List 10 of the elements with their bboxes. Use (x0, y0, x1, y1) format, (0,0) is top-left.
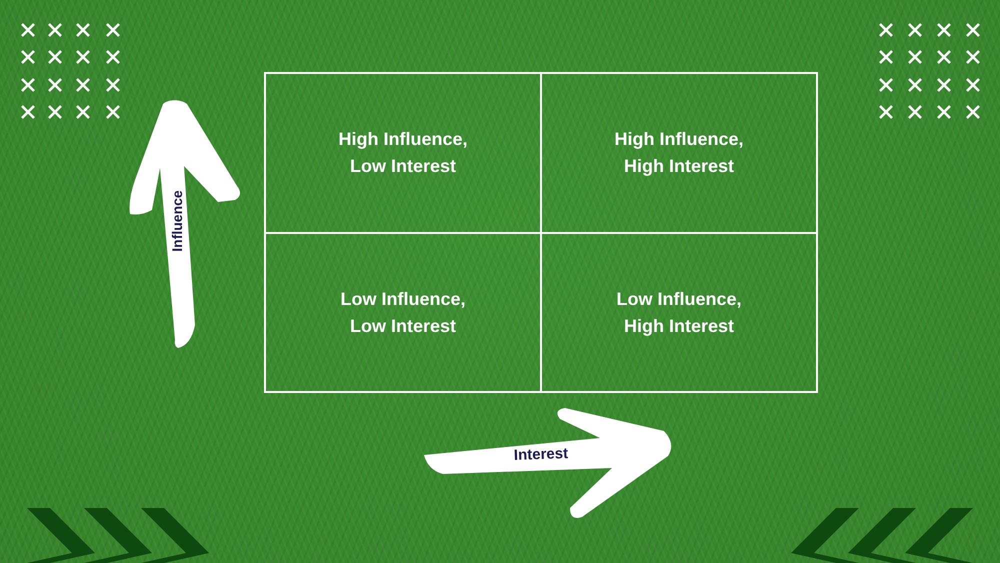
quadrant-cell (264, 72, 542, 234)
axis-label: Influence (169, 190, 185, 252)
quadrant-label: Low Influence, High Interest (615, 288, 742, 338)
quadrant-label: High Influence, Low Interest (337, 128, 468, 178)
quadrant-label: High Influence, High Interest (613, 128, 744, 178)
quadrant-cell (540, 232, 818, 393)
quadrant-label: Low Influence, Low Interest (339, 288, 466, 338)
quadrant-cell (540, 72, 818, 234)
axis-label: Interest (514, 446, 568, 464)
quadrant-cell (264, 232, 542, 393)
